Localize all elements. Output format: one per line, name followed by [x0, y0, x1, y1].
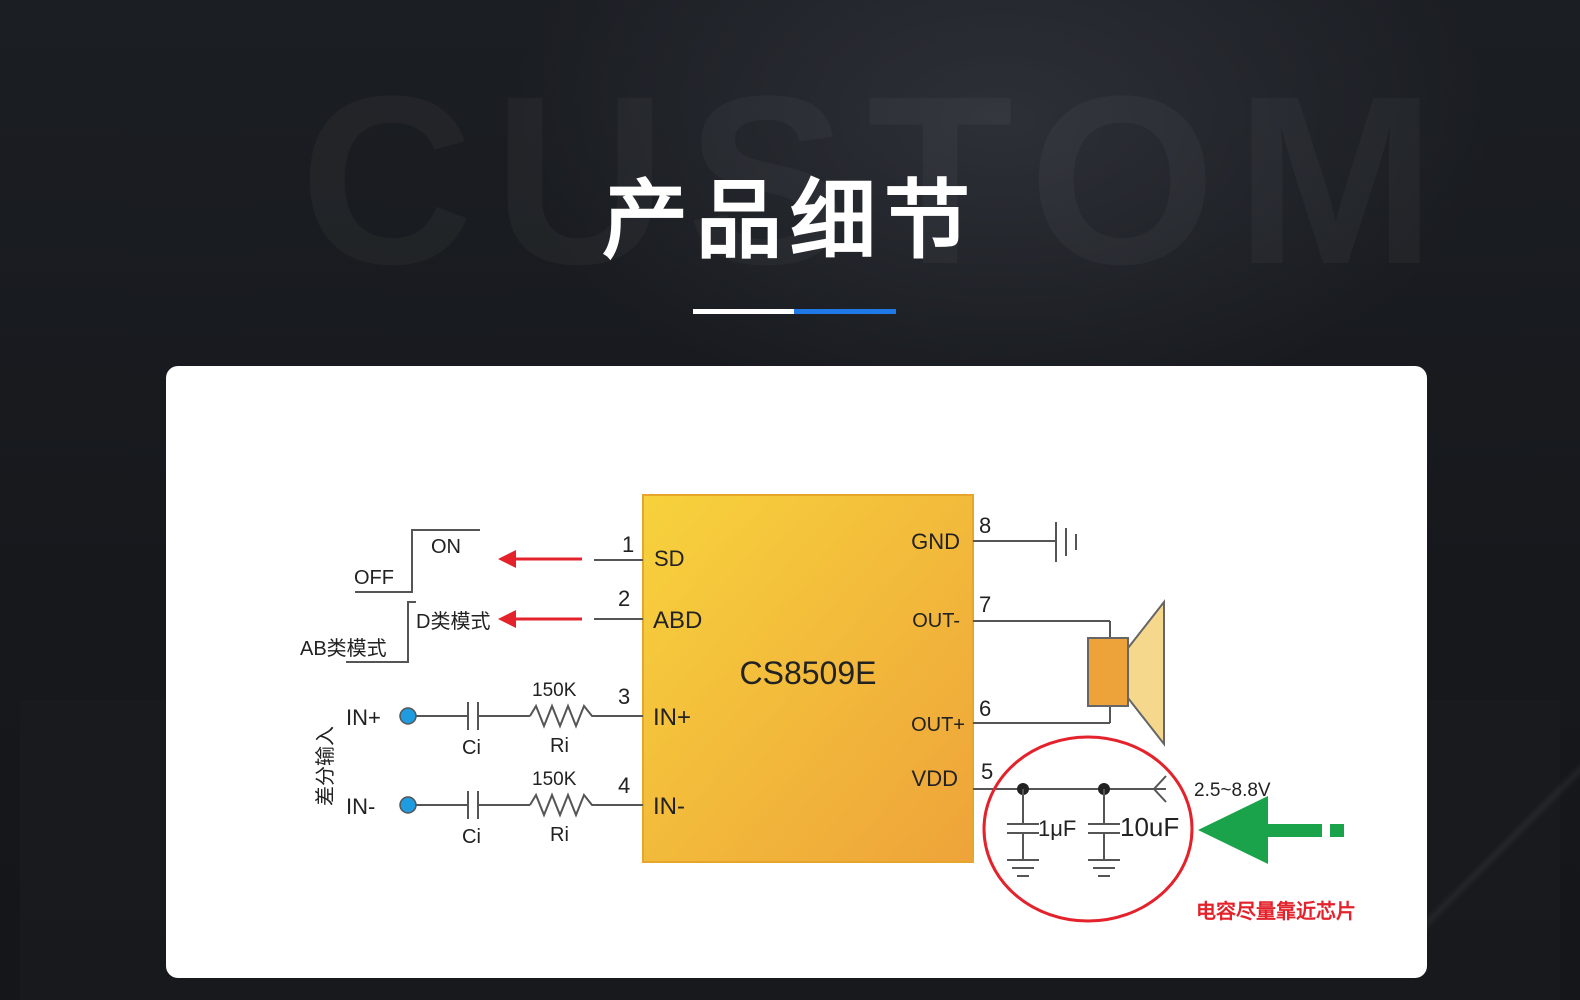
res-minus-ri-label: Ri	[550, 824, 569, 846]
pin5-label: VDD	[912, 766, 958, 791]
abd-d-mode-label: D类模式	[416, 610, 490, 633]
cap-note-label: 电容尽量靠近芯片	[1196, 899, 1356, 923]
pin4-label: IN-	[653, 793, 685, 820]
title-underline	[693, 309, 896, 314]
cap-ci-minus-label: Ci	[462, 826, 481, 848]
chip-name: CS8509E	[740, 655, 877, 691]
sd-on-label: ON	[431, 536, 461, 558]
resistor-ri-plus	[529, 703, 600, 729]
underline-blue-segment	[794, 309, 896, 314]
green-arrow	[1198, 796, 1344, 864]
sd-switch-symbol	[355, 529, 480, 593]
diagram-card: CS8509E 1 SD 2 ABD 3 IN+ 4 IN- GND 8 OUT…	[166, 366, 1427, 978]
pin3-number: 3	[618, 684, 630, 709]
abd-ab-mode-label: AB类模式	[300, 637, 387, 660]
circuit-diagram: CS8509E 1 SD 2 ABD 3 IN+ 4 IN- GND 8 OUT…	[300, 494, 1356, 923]
diff-input-label: 差分输入	[314, 726, 337, 806]
abd-red-arrow	[498, 610, 582, 628]
pin8-number: 8	[979, 513, 991, 538]
ground-symbol	[1055, 522, 1077, 562]
background-diagonal	[1420, 700, 1580, 1000]
res-minus-value: 150K	[532, 769, 577, 790]
sd-red-arrow	[498, 550, 582, 568]
pin1-number: 1	[622, 532, 634, 557]
pin2-label: ABD	[653, 607, 702, 634]
in-minus-terminal	[399, 796, 417, 814]
page-title: 产品细节	[602, 171, 978, 271]
cap-10uf-label: 10uF	[1120, 812, 1179, 842]
pin3-label: IN+	[653, 704, 691, 731]
res-plus-value: 150K	[532, 680, 577, 701]
pin6-label: OUT+	[911, 714, 965, 736]
cap-1uf-label: 1μF	[1038, 816, 1076, 841]
in-minus-label: IN-	[346, 794, 375, 819]
underline-white-segment	[693, 309, 794, 314]
cap-highlight-circle	[982, 735, 1194, 923]
resistor-ri-minus	[529, 792, 600, 818]
pin7-number: 7	[979, 592, 991, 617]
abd-switch-symbol	[346, 601, 416, 663]
chip-body	[642, 494, 974, 863]
cap-1uf-symbol	[1007, 789, 1039, 877]
pin7-label: OUT-	[912, 610, 960, 632]
in-plus-label: IN+	[346, 705, 381, 730]
pin1-label: SD	[654, 546, 685, 571]
cap-10uf-symbol	[1088, 789, 1120, 877]
in-plus-terminal	[399, 707, 417, 725]
pin4-number: 4	[618, 773, 630, 798]
pin6-number: 6	[979, 696, 991, 721]
pin2-number: 2	[618, 586, 630, 611]
sd-off-label: OFF	[354, 567, 394, 589]
res-plus-ri-label: Ri	[550, 735, 569, 757]
pin8-label: GND	[911, 529, 960, 554]
speaker-icon	[1087, 599, 1165, 747]
voltage-label: 2.5~8.8V	[1194, 780, 1271, 801]
vdd-connector	[1152, 775, 1167, 803]
cap-ci-plus-label: Ci	[462, 737, 481, 759]
pin5-number: 5	[981, 759, 993, 784]
